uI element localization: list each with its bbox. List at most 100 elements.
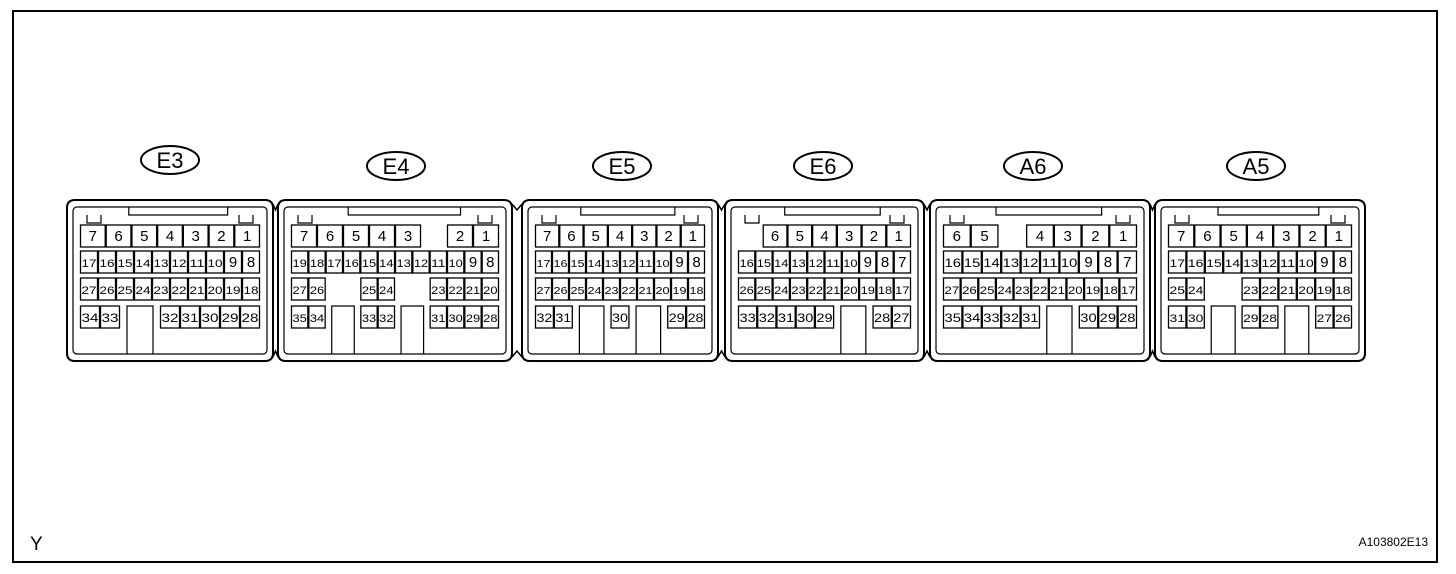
- pin-cell: [97, 250, 117, 274]
- pin-number: 6: [114, 228, 122, 245]
- pin-cell: [394, 224, 422, 248]
- pin-number: 14: [774, 258, 788, 270]
- connector-label: E5: [609, 154, 636, 179]
- pin-number: 24: [774, 285, 788, 297]
- pin-cell: [737, 305, 758, 329]
- pin-number: 13: [1003, 256, 1020, 270]
- pin-cell: [239, 305, 261, 329]
- pin-cell: [187, 250, 207, 274]
- pin-cell: [942, 305, 963, 329]
- pin-cell: [1001, 250, 1021, 274]
- connector-keyway: [578, 305, 605, 354]
- pin-number: 8: [881, 254, 889, 271]
- pin-cell: [159, 305, 181, 329]
- pin-cell: [876, 277, 894, 301]
- pin-cell: [534, 250, 553, 274]
- pin-number: 4: [616, 228, 624, 245]
- pin-cell: [942, 224, 971, 248]
- pin-number: 28: [1262, 313, 1277, 325]
- pin-cell: [962, 305, 982, 329]
- pin-cell: [1299, 224, 1326, 248]
- pin-cell: [787, 224, 813, 248]
- pin-number: 32: [759, 311, 776, 325]
- pin-number: 15: [1206, 258, 1221, 270]
- pin-number: 10: [449, 258, 463, 270]
- pin-cell: [680, 224, 706, 248]
- pin-cell: [858, 277, 877, 301]
- pin-cell: [360, 305, 378, 329]
- pin-number: 20: [483, 285, 497, 297]
- pin-number: 26: [740, 285, 754, 297]
- pin-cell: [133, 250, 153, 274]
- pin-number: 25: [980, 285, 995, 297]
- pin-number: 17: [895, 285, 909, 297]
- pin-number: 15: [757, 258, 771, 270]
- pin-cell: [757, 305, 777, 329]
- pin-cell: [360, 250, 378, 274]
- connector-label-ellipse: [793, 151, 853, 181]
- pin-cell: [1059, 250, 1079, 274]
- connector-latch: [541, 215, 557, 224]
- pin-number: 17: [1121, 285, 1136, 297]
- pin-number: 25: [362, 285, 376, 297]
- pin-cell: [762, 224, 788, 248]
- pin-cell: [360, 277, 378, 301]
- pin-cell: [1296, 250, 1316, 274]
- pin-number: 2: [456, 228, 464, 245]
- pin-number: 31: [555, 312, 571, 325]
- pin-number: 7: [89, 228, 97, 245]
- pin-number: 15: [118, 258, 133, 270]
- connector-latch: [744, 215, 760, 224]
- pin-cell: [1241, 277, 1261, 301]
- pin-number: 18: [310, 258, 324, 270]
- pin-cell: [1220, 224, 1248, 248]
- connector-inner-outline: [935, 206, 1145, 355]
- connector-label: A5: [1243, 154, 1270, 179]
- pin-number: 4: [166, 228, 174, 245]
- pin-cell: [133, 277, 153, 301]
- pin-number: 28: [874, 311, 891, 325]
- pin-number: 27: [82, 285, 97, 297]
- pin-cell: [446, 250, 465, 274]
- housing-joint: [1149, 203, 1156, 212]
- pin-number: 7: [1123, 254, 1131, 271]
- pin-cell: [79, 277, 99, 301]
- pin-cell: [429, 277, 448, 301]
- pin-cell: [394, 250, 413, 274]
- pin-number: 23: [605, 285, 619, 297]
- pin-number: 14: [588, 258, 602, 270]
- pin-number: 24: [1188, 285, 1203, 297]
- pin-cell: [795, 305, 816, 329]
- connector-latch: [889, 215, 905, 224]
- pin-number: 15: [571, 258, 585, 270]
- pin-cell: [115, 250, 135, 274]
- connector-latch: [1174, 215, 1190, 224]
- pin-number: 18: [1103, 285, 1118, 297]
- pin-number: 1: [894, 228, 902, 245]
- housing-joint: [511, 349, 523, 358]
- pin-cell: [79, 224, 106, 248]
- pin-number: 2: [1091, 228, 1099, 245]
- connector-keyway: [126, 305, 154, 354]
- pin-cell: [841, 277, 860, 301]
- pin-number: 26: [100, 285, 115, 297]
- pin-number: 11: [1280, 258, 1295, 270]
- pin-cell: [602, 250, 621, 274]
- pin-cell: [534, 305, 555, 329]
- pin-number: 16: [740, 258, 754, 270]
- pin-number: 30: [1188, 313, 1203, 325]
- pin-number: 28: [688, 312, 704, 325]
- pin-cell: [886, 224, 912, 248]
- pin-cell: [377, 305, 396, 329]
- pin-number: 25: [757, 285, 771, 297]
- pin-cell: [631, 224, 657, 248]
- pin-number: 31: [431, 313, 445, 325]
- pin-cell: [836, 224, 862, 248]
- pin-number: 14: [379, 258, 393, 270]
- pin-cell: [1167, 224, 1195, 248]
- pin-number: 20: [1298, 285, 1313, 297]
- pin-number: 10: [843, 258, 857, 270]
